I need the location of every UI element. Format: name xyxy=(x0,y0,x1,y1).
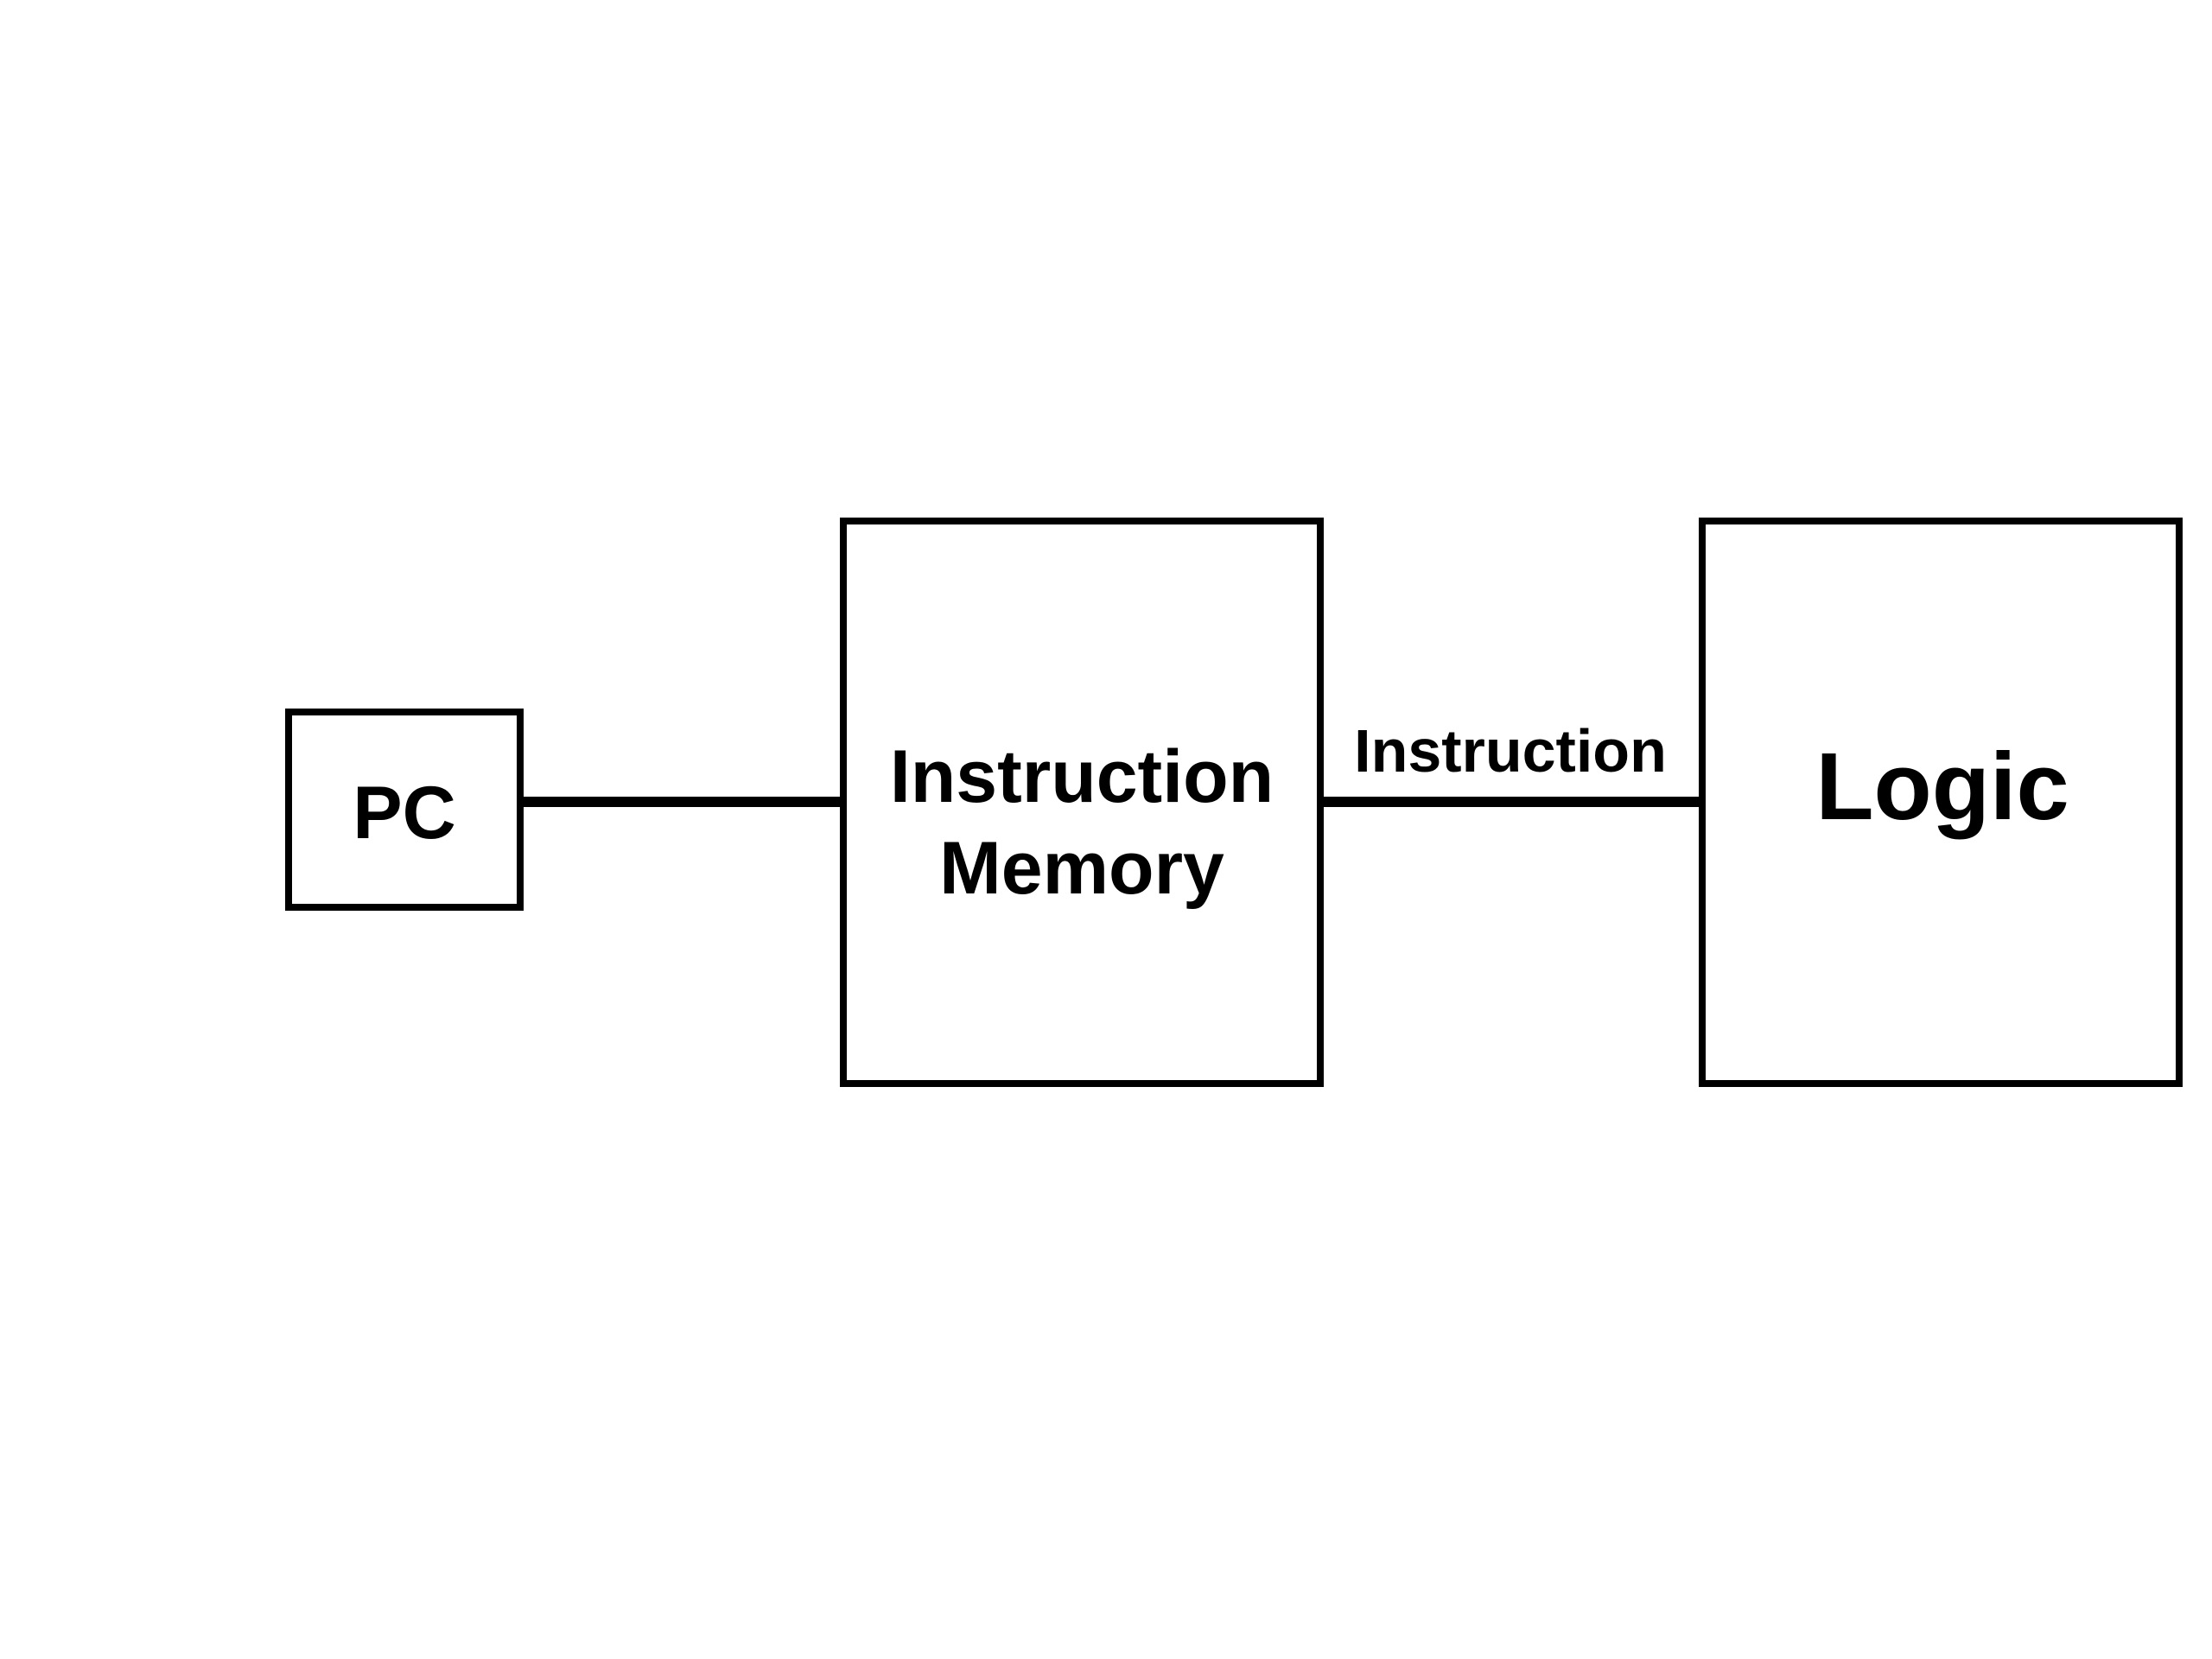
pc-label: PC xyxy=(353,772,455,855)
instruction-memory-block: Instruction Memory xyxy=(840,518,1324,1087)
wire-label-instruction: Instruction xyxy=(1354,717,1667,785)
logic-box xyxy=(1699,518,2183,1087)
instruction-memory-label-line2: Memory xyxy=(939,827,1224,910)
logic-block: Logic xyxy=(1699,518,2183,1087)
logic-label: Logic xyxy=(1815,734,2069,840)
instruction-memory-box xyxy=(840,518,1324,1087)
pc-block: PC xyxy=(285,709,524,911)
pc-box xyxy=(285,709,524,911)
instruction-memory-label-line1: Instruction xyxy=(890,735,1274,818)
